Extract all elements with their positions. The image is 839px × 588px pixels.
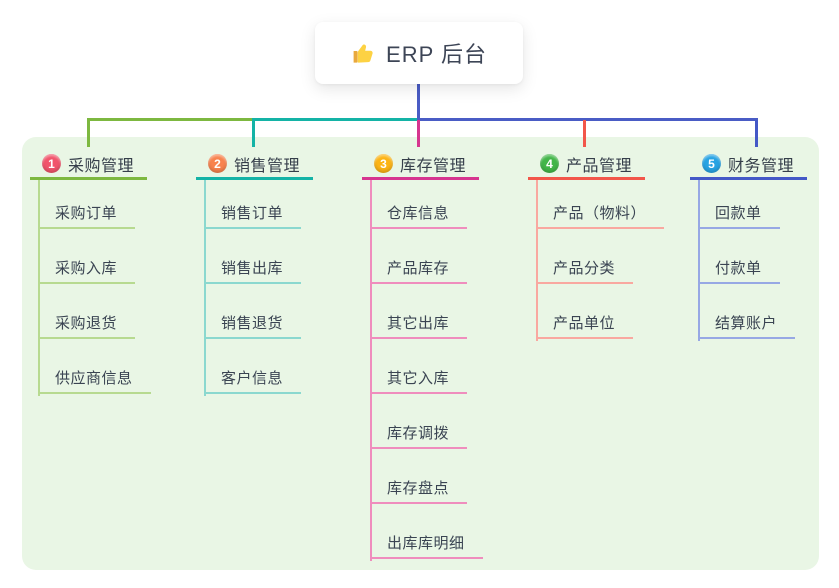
branch-2: 2 销售管理销售订单销售出库销售退货客户信息 [196,150,313,396]
child-node[interactable]: 销售订单 [204,180,302,229]
child-node[interactable]: 采购订单 [38,180,136,229]
connector-drop-4 [583,120,586,147]
child-node[interactable]: 其它入库 [370,339,468,394]
branch-children: 销售订单销售出库销售退货客户信息 [196,180,313,396]
child-node[interactable]: 产品单位 [536,284,634,339]
branch-topic[interactable]: 2 销售管理 [196,150,313,180]
connector-bus-right [417,118,758,121]
branch-topic[interactable]: 5 财务管理 [690,150,807,180]
branch-label: 销售管理 [234,157,301,175]
child-node[interactable]: 销售出库 [204,229,302,284]
child-node-label: 产品单位 [553,315,616,332]
child-node-label: 库存盘点 [387,480,450,497]
child-node[interactable]: 供应商信息 [38,339,151,394]
child-node-label: 其它入库 [387,370,450,387]
child-node-label: 销售退货 [221,315,284,332]
branch-topic[interactable]: 4 产品管理 [528,150,645,180]
branch-3: 3 库存管理仓库信息产品库存其它出库其它入库库存调拨库存盘点出库库明细 [362,150,483,561]
branch-label: 采购管理 [68,157,135,175]
child-node[interactable]: 采购退货 [38,284,136,339]
child-node[interactable]: 仓库信息 [370,180,468,229]
child-node-label: 其它出库 [387,315,450,332]
child-node-label: 销售出库 [221,260,284,277]
thumbs-up-icon [353,44,373,63]
connector-bus-middle [252,118,420,121]
root-node[interactable]: ERP 后台 [315,22,523,84]
branch-connector-line [370,180,372,561]
branch-topic[interactable]: 1 采购管理 [30,150,147,180]
branch-number-badge: 2 [208,154,227,173]
branch-number-badge: 3 [374,154,393,173]
child-node[interactable]: 采购入库 [38,229,136,284]
child-node[interactable]: 回款单 [698,180,780,229]
branch-number-badge: 4 [540,154,559,173]
child-node-label: 采购退货 [55,315,118,332]
child-node-label: 付款单 [715,260,762,277]
child-node[interactable]: 客户信息 [204,339,302,394]
branch-connector-line [536,180,538,341]
child-node[interactable]: 库存盘点 [370,449,468,504]
branch-topic[interactable]: 3 库存管理 [362,150,479,180]
branch-1: 1 采购管理采购订单采购入库采购退货供应商信息 [30,150,151,396]
branch-connector-line [204,180,206,396]
child-node[interactable]: 销售退货 [204,284,302,339]
mindmap-panel [22,137,819,570]
child-node-label: 结算账户 [715,315,778,332]
branch-number-badge: 1 [42,154,61,173]
child-node-label: 出库库明细 [387,535,465,552]
connector-drop-2 [252,120,255,147]
child-node[interactable]: 结算账户 [698,284,796,339]
child-node[interactable]: 出库库明细 [370,504,483,559]
child-node-label: 客户信息 [221,370,284,387]
branch-children: 产品（物料） 产品分类产品单位 [528,180,665,341]
root-label: ERP 后台 [386,42,487,67]
child-node-label: 采购订单 [55,205,118,222]
child-node-label: 产品分类 [553,260,616,277]
child-node[interactable]: 产品库存 [370,229,468,284]
branch-children: 仓库信息产品库存其它出库其它入库库存调拨库存盘点出库库明细 [362,180,483,561]
branch-label: 财务管理 [728,157,795,175]
branch-label: 产品管理 [566,157,633,175]
branch-connector-line [698,180,700,341]
branch-children: 采购订单采购入库采购退货供应商信息 [30,180,151,396]
branch-4: 4 产品管理产品（物料） 产品分类产品单位 [528,150,665,341]
child-node[interactable]: 付款单 [698,229,780,284]
child-node-label: 仓库信息 [387,205,450,222]
child-node[interactable]: 产品（物料） [536,180,665,229]
branch-connector-line [38,180,40,396]
child-node-label: 供应商信息 [55,370,133,387]
branch-label: 库存管理 [400,157,467,175]
child-node-label: 回款单 [715,205,762,222]
branch-number-badge: 5 [702,154,721,173]
child-node-label: 产品库存 [387,260,450,277]
child-node-label: 销售订单 [221,205,284,222]
child-node-label: 库存调拨 [387,425,450,442]
connector-root-line [417,82,420,119]
child-node-label: 采购入库 [55,260,118,277]
branch-children: 回款单付款单结算账户 [690,180,807,341]
branch-5: 5 财务管理回款单付款单结算账户 [690,150,807,341]
connector-drop-3 [417,120,420,147]
connector-drop-1 [87,120,90,147]
child-node[interactable]: 产品分类 [536,229,634,284]
child-node[interactable]: 库存调拨 [370,394,468,449]
child-node-label: 产品（物料） [553,205,647,222]
connector-bus-left [87,118,255,121]
child-node[interactable]: 其它出库 [370,284,468,339]
connector-drop-5 [755,120,758,147]
